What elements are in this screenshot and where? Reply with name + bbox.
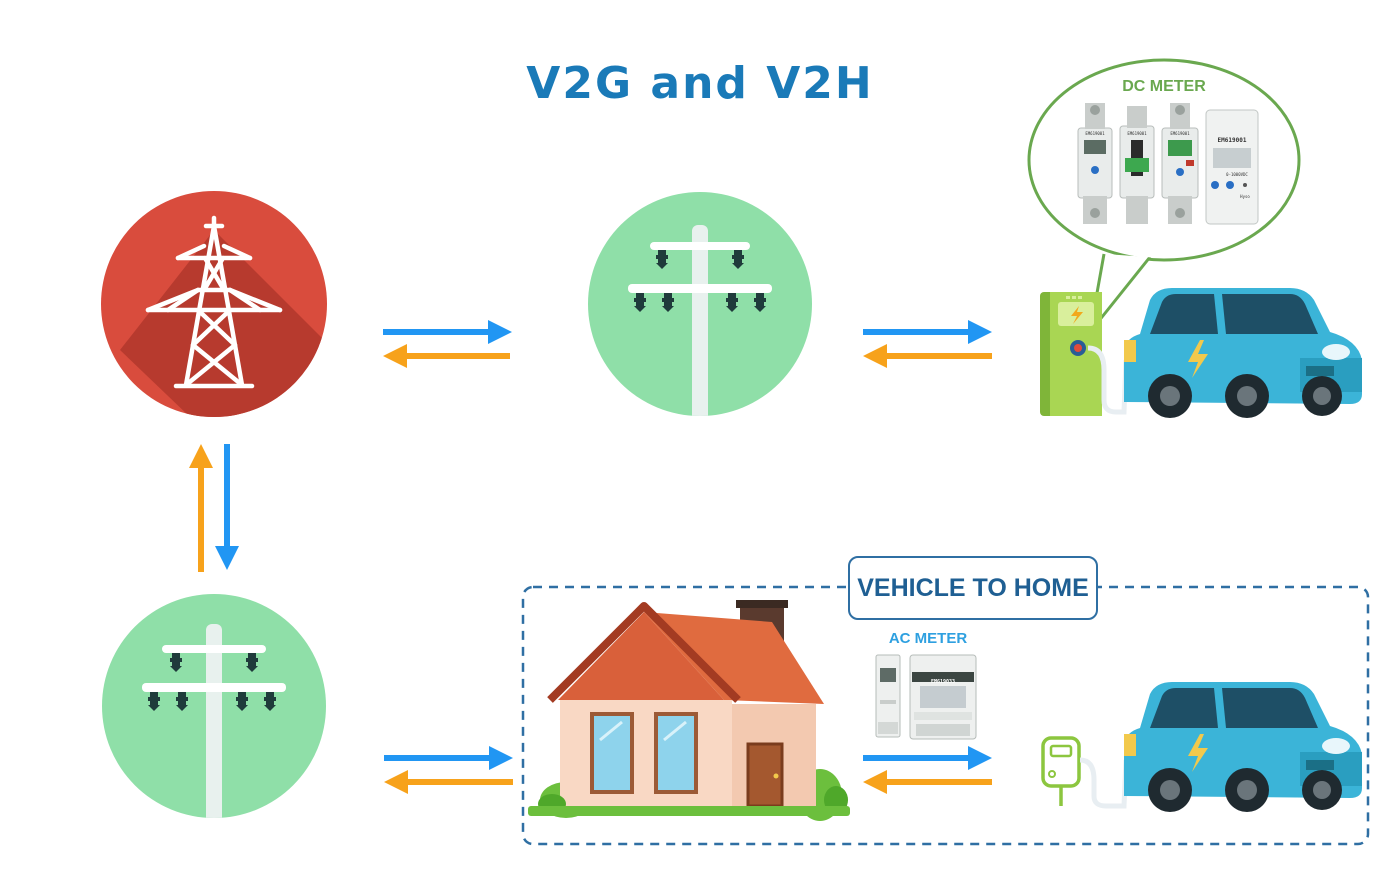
- dc-meter-device: [1077, 103, 1113, 224]
- arrows-house-to-car: [863, 746, 992, 794]
- arrows-tower-to-pole: [383, 320, 512, 368]
- dc-meter-range: 0-1000VDC: [1226, 172, 1248, 177]
- dc-meter-device: [1205, 109, 1259, 225]
- dc-meter-model: EM619001: [1218, 137, 1247, 144]
- ac-meter-device: [909, 654, 977, 740]
- arrows-tower-to-lower-pole: [189, 444, 239, 572]
- arrows-pole-to-charger: [863, 320, 992, 368]
- dc-meter-model: EM619001: [1170, 131, 1190, 136]
- dc-meter-label: DC METER: [1122, 78, 1206, 95]
- ac-meter-label: AC METER: [888, 630, 968, 647]
- wall-socket-icon: [1041, 736, 1129, 809]
- transmission-tower-icon: [101, 191, 327, 417]
- ac-meter-device: [875, 654, 901, 738]
- dc-meter-model: EM619001: [1127, 131, 1147, 136]
- electric-car-icon: [1124, 288, 1362, 418]
- dc-meter-device: [1161, 103, 1199, 224]
- electric-car-icon: [1124, 682, 1362, 812]
- power-pole-icon: [102, 594, 326, 818]
- power-pole-icon: [588, 192, 812, 416]
- arrows-pole-to-house: [384, 746, 513, 794]
- ev-charger-icon: [1040, 292, 1129, 416]
- diagram-title: V2G and V2H: [526, 58, 874, 109]
- vehicle-to-home-box: [521, 585, 1370, 846]
- ac-meter-model: EM619033: [931, 679, 955, 685]
- vehicle-to-home-label: VEHICLE TO HOME: [848, 556, 1098, 620]
- dc-meter-model: EM619001: [1085, 131, 1105, 136]
- house-icon: [528, 600, 850, 821]
- dc-meter-brand: Hyso: [1240, 194, 1250, 199]
- dc-meter-device: [1119, 106, 1155, 224]
